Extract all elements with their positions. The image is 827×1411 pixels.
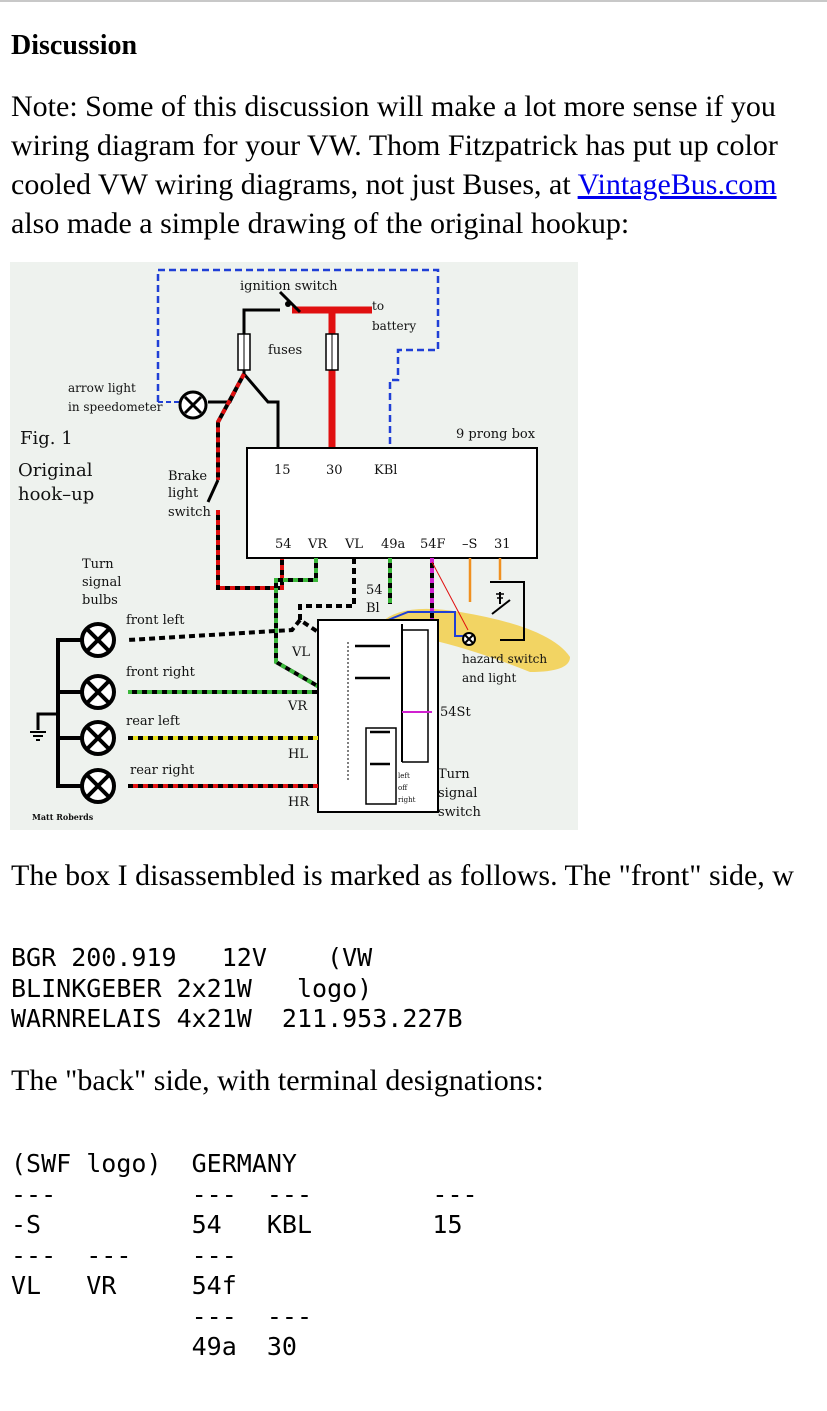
label-signal: signal <box>82 575 121 590</box>
label-bl: Bl <box>366 601 380 616</box>
label-signal-switch: signal <box>438 786 477 801</box>
back-markings: (SWF logo) GERMANY --- --- --- --- -S 54… <box>11 1149 478 1361</box>
back-intro: The "back" side, with terminal designati… <box>11 1064 544 1097</box>
wiring-diagram-svg: ignition switch to battery fuses arrow l… <box>18 268 570 822</box>
label-hazard-switch: hazard switch <box>462 652 547 666</box>
terminal-30: 30 <box>326 463 343 478</box>
label-hookup: hook–up <box>18 484 94 505</box>
label-vl: VL <box>291 645 310 660</box>
after-figure-text: The box I disassembled is marked as foll… <box>11 859 794 892</box>
top-rule <box>0 0 827 2</box>
label-rear-left: rear left <box>126 714 181 729</box>
label-54st: 54St <box>440 705 471 720</box>
label-turn: Turn <box>82 557 114 572</box>
wiring-diagram: ignition switch to battery fuses arrow l… <box>10 262 578 830</box>
terminal-kbl: KBl <box>374 463 397 478</box>
label-rear-right: rear right <box>130 763 195 778</box>
terminal-31: 31 <box>494 537 511 552</box>
label-ignition-switch: ignition switch <box>240 279 338 294</box>
label-front-left: front left <box>126 613 185 628</box>
label-switch-2: switch <box>438 805 481 820</box>
terminal-vl: VL <box>344 537 363 552</box>
label-light: light <box>168 486 199 501</box>
label-to: to <box>372 299 384 313</box>
note-line-1: Note: Some of this discussion will make … <box>11 90 776 123</box>
label-off: off <box>398 784 408 792</box>
label-fig: Fig. 1 <box>20 428 73 449</box>
label-right: right <box>398 796 416 804</box>
label-54: 54 <box>366 583 383 598</box>
label-arrow-light: arrow light <box>68 381 136 395</box>
label-hl: HL <box>288 747 308 762</box>
terminal-54: 54 <box>275 537 292 552</box>
section-heading: Discussion <box>11 30 138 61</box>
label-turn-switch: Turn <box>438 767 470 782</box>
label-bulbs: bulbs <box>82 593 118 608</box>
note-line-2: wiring diagram for your VW. Thom Fitzpat… <box>11 129 778 162</box>
front-markings: BGR 200.919 12V (VW BLINKGEBER 2x21W log… <box>11 943 463 1033</box>
label-brake: Brake <box>168 469 207 484</box>
label-in-speedometer: in speedometer <box>68 400 163 414</box>
label-9-prong-box: 9 prong box <box>456 427 536 442</box>
note-line-3: cooled VW wiring diagrams, not just Buse… <box>11 165 777 204</box>
label-hr: HR <box>288 795 310 810</box>
label-original: Original <box>18 460 93 481</box>
label-fuses: fuses <box>268 343 302 358</box>
label-vr: VR <box>287 699 308 714</box>
terminal-15: 15 <box>274 463 291 478</box>
note-line-3-text: cooled VW wiring diagrams, not just Buse… <box>11 168 578 201</box>
label-front-right: front right <box>126 665 196 680</box>
credit: Matt Roberds <box>32 812 94 822</box>
note-line-4: also made a simple drawing of the origin… <box>11 207 630 240</box>
terminal-minus-s: –S <box>462 537 477 552</box>
label-and-light: and light <box>462 671 516 685</box>
terminal-54f: 54F <box>420 537 446 552</box>
terminal-49a: 49a <box>381 537 406 552</box>
vintagebus-link[interactable]: VintageBus.com <box>577 168 777 201</box>
label-switch: switch <box>168 505 211 520</box>
terminal-vr: VR <box>307 537 328 552</box>
label-battery: battery <box>372 319 416 333</box>
label-left: left <box>398 772 410 780</box>
